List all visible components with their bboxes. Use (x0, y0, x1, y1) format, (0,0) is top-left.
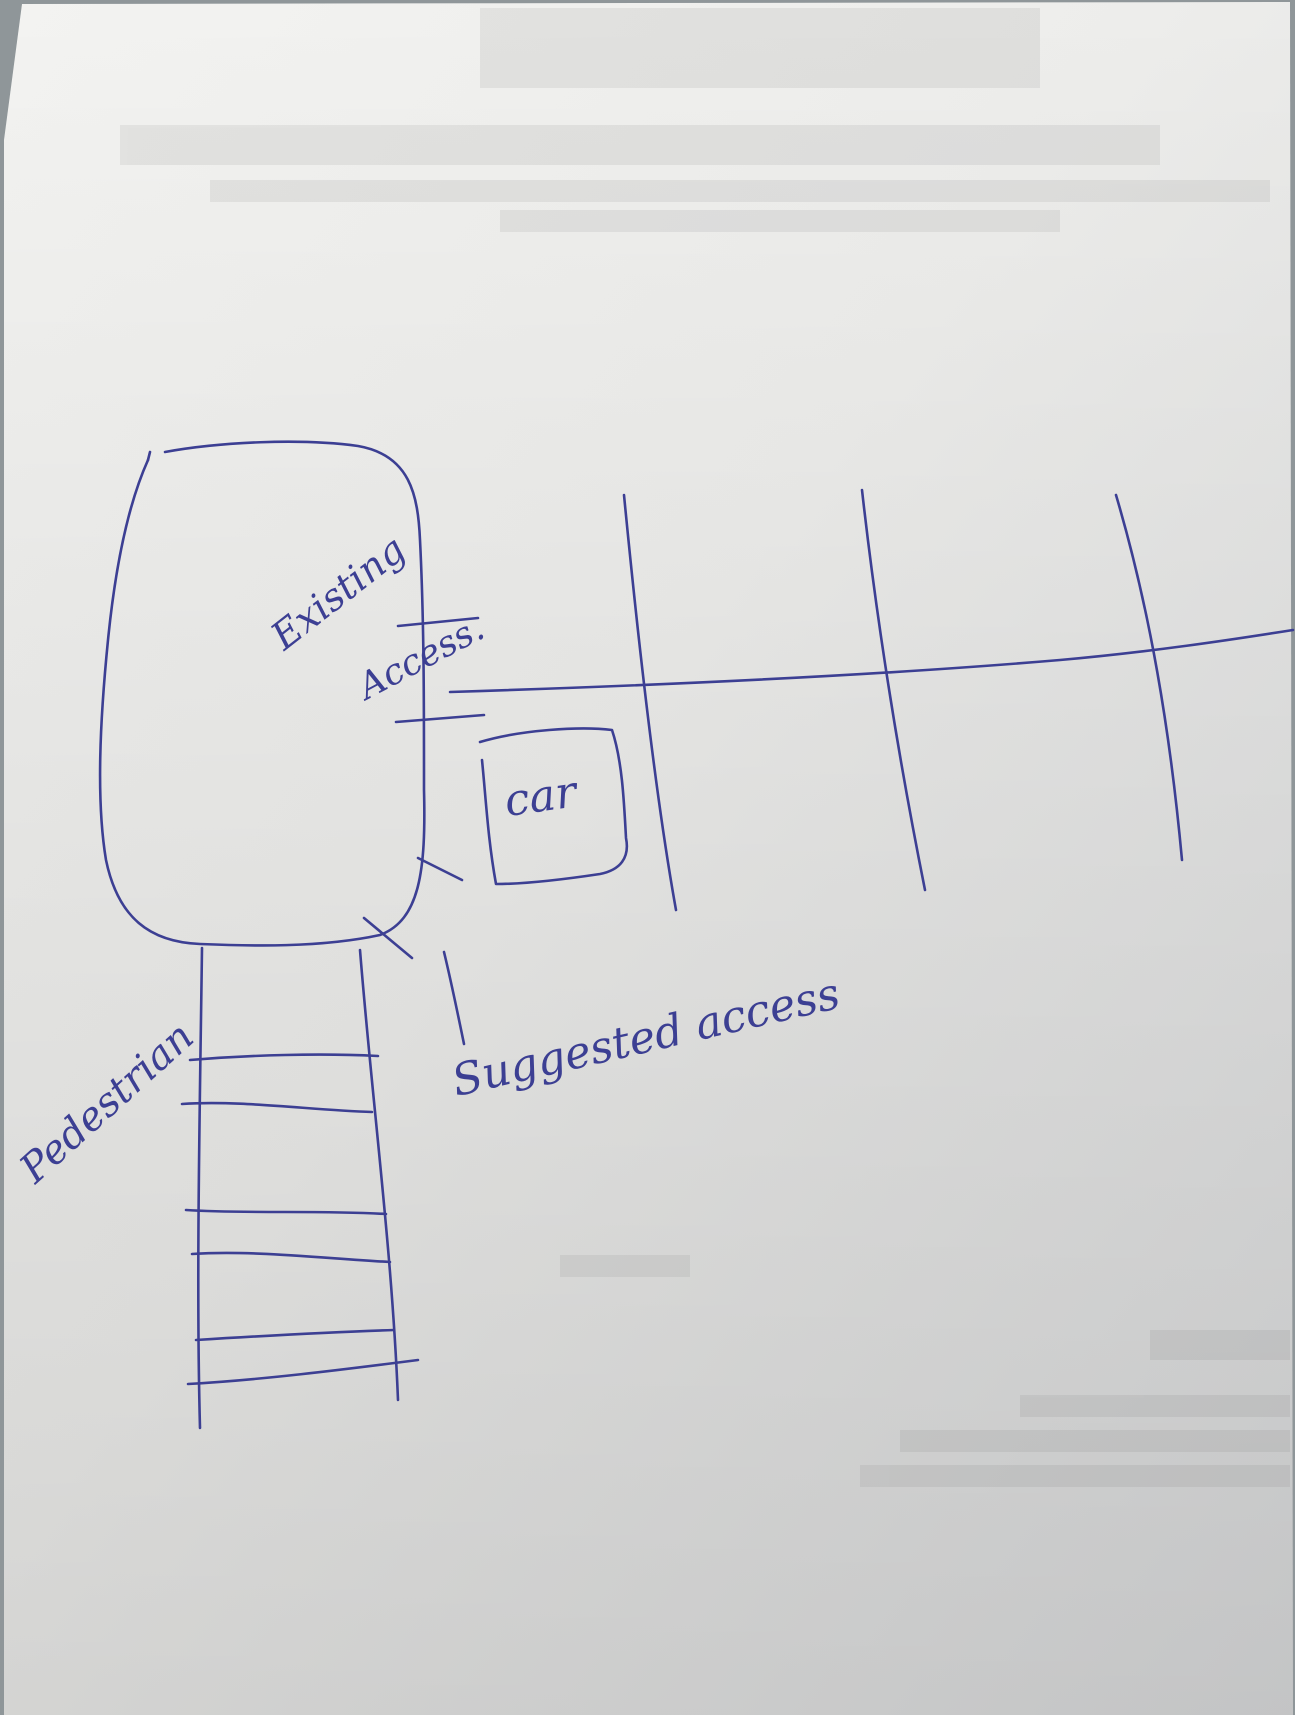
car-label: car (502, 770, 579, 824)
crossing-stripe-1 (190, 1055, 378, 1060)
suggested-access-cross-1 (418, 858, 462, 880)
pedestrian-path-left (198, 948, 202, 1428)
crossing-stripe-2 (182, 1103, 372, 1112)
divider-line-1 (624, 495, 676, 910)
crossing-stripe-5 (196, 1330, 394, 1340)
crossing-stripe-3 (186, 1210, 386, 1214)
existing-access-lower-tick (396, 715, 484, 722)
crossing-stripe-6 (188, 1360, 418, 1384)
suggested-access-pointer (444, 952, 464, 1044)
divider-line-2 (862, 490, 925, 890)
road-line (450, 630, 1293, 692)
divider-line-3 (1116, 495, 1182, 860)
building-corner-tick (148, 452, 150, 460)
pedestrian-path-right (360, 950, 398, 1400)
crossing-stripe-4 (192, 1253, 390, 1262)
